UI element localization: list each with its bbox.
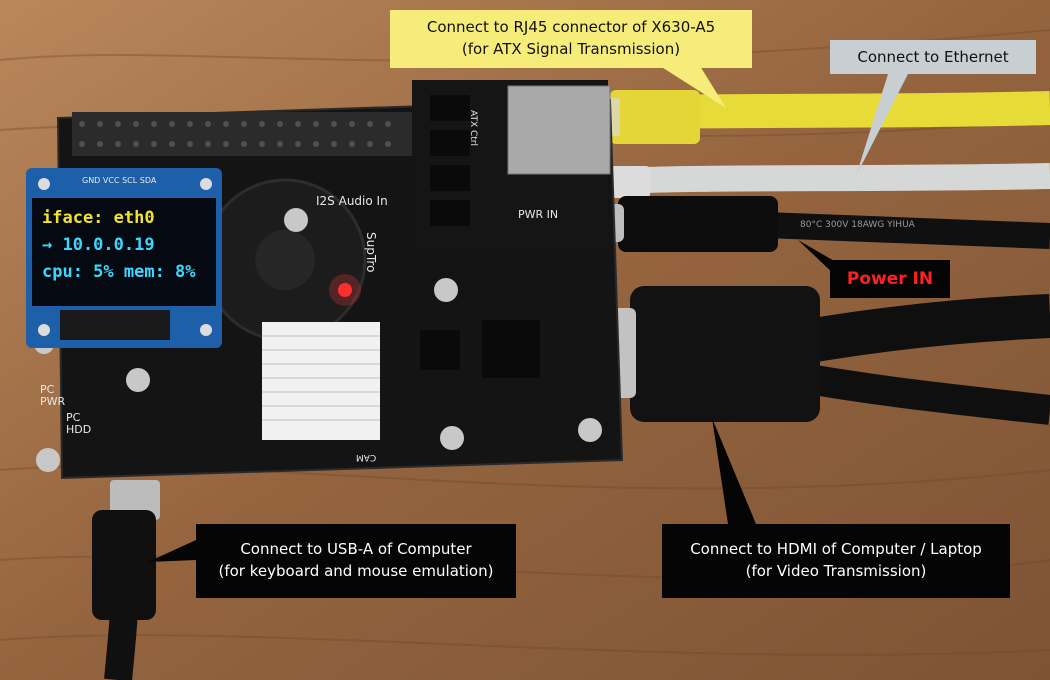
hdmi-callout-pointer: [712, 418, 756, 524]
hdmi-callout-line1: Connect to HDMI of Computer / Laptop: [690, 540, 982, 558]
rj45-jack: [507, 85, 611, 175]
usb-callout-line2: (for keyboard and mouse emulation): [218, 562, 494, 580]
ethernet-callout: Connect to Ethernet: [830, 40, 1036, 74]
power-in-text: Power IN: [846, 269, 934, 289]
ethernet-callout-pointer: [856, 74, 908, 176]
cam-label: CAM: [356, 452, 377, 462]
rj45-callout-line2: (for ATX Signal Transmission): [461, 40, 681, 58]
hdmi-callout: Connect to HDMI of Computer / Laptop (fo…: [662, 524, 1010, 598]
status-led: [338, 283, 352, 297]
rj45-callout-line1: Connect to RJ45 connector of X630-A5: [426, 18, 716, 36]
cable-print: 80°C 300V 18AWG YIHUA: [800, 220, 915, 230]
oled-module: [26, 168, 222, 348]
usb-cable: [92, 480, 160, 680]
ic-chip: [482, 320, 540, 378]
rj45-callout-pointer: [660, 66, 726, 108]
oled-ip-line: → 10.0.0.19: [42, 235, 155, 255]
usb-callout-pointer: [148, 540, 196, 562]
power-in-callout: Power IN: [830, 260, 950, 298]
ethernet-callout-text: Connect to Ethernet: [857, 48, 1009, 66]
rj45-callout: Connect to RJ45 connector of X630-A5 (fo…: [390, 10, 752, 68]
oled-interface-line: iface: eth0: [42, 208, 155, 228]
brand-label: SupTro: [364, 232, 378, 273]
atx-ctrl-label: ATX Ctrl: [468, 110, 478, 146]
hdmi-callout-line2: (for Video Transmission): [745, 562, 927, 580]
i2s-label: I2S Audio In: [316, 194, 388, 208]
pc-pwr-label: PC PWR: [40, 383, 66, 408]
ribbon-cable: [262, 322, 380, 440]
oled-usage-line: cpu: 5% mem: 8%: [42, 262, 196, 282]
oled-display: iface: eth0 → 10.0.0.19 cpu: 5% mem: 8%: [42, 205, 222, 286]
pc-hdd-label: PC HDD: [66, 411, 92, 436]
usb-callout: Connect to USB-A of Computer (for keyboa…: [196, 524, 516, 598]
gpio-header: [72, 112, 412, 156]
oled-pin-labels: GND VCC SCL SDA: [82, 176, 157, 185]
power-callout-pointer: [798, 240, 836, 276]
usb-callout-line1: Connect to USB-A of Computer: [240, 540, 472, 558]
gpio-pins: [79, 121, 391, 147]
pwr-in-label: PWR IN: [518, 208, 559, 221]
